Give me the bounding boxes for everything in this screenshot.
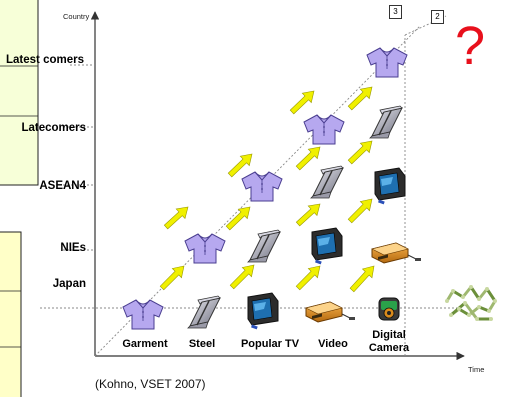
country-label-latest-comers: Latest comers (6, 54, 84, 66)
industry-label-steel: Steel (188, 338, 216, 350)
steel-beam-icon (247, 229, 281, 263)
country-label-latecomers: Latecomers (21, 122, 86, 134)
industry-label-video: Video (318, 338, 348, 350)
tv-icon (374, 167, 406, 205)
yellow-arrow-12 (347, 86, 373, 111)
industry-label-popular-tv: Popular TV (240, 338, 300, 350)
yellow-arrow-3 (349, 265, 375, 293)
steel-beam-icon (369, 105, 403, 139)
yellow-arrow-7 (347, 198, 373, 224)
left-panel-bottom (0, 231, 22, 402)
tv-icon (311, 227, 343, 265)
industry-label-garment: Garment (122, 338, 168, 350)
country-label-asean4: ASEAN4 (39, 180, 86, 192)
steel-beam-icon (187, 295, 221, 329)
shirt-icon (122, 299, 164, 330)
steel-beam-icon (310, 165, 344, 199)
video-recorder-icon (305, 301, 355, 323)
yellow-arrow-1 (229, 264, 255, 290)
shirt-icon (241, 171, 283, 202)
molecule-icon (445, 285, 497, 321)
country-label-japan: Japan (52, 278, 86, 290)
question-mark: ? (455, 16, 486, 76)
left-panel-top (0, 0, 39, 186)
country-label-nies: NIEs (60, 242, 86, 254)
x-axis-title: Time (468, 365, 485, 374)
box-number-2: 2 (431, 10, 444, 24)
industry-label-digital-camera: Digital Camera (368, 329, 410, 354)
icon-group (122, 47, 497, 330)
yellow-arrow-11 (289, 90, 315, 115)
yellow-arrow-8 (227, 153, 253, 178)
shirt-icon (366, 47, 408, 78)
yellow-arrow-0 (159, 265, 185, 291)
box-number-3: 3 (389, 5, 402, 19)
citation: (Kohno, VSET 2007) (95, 377, 206, 391)
shirt-icon (303, 114, 345, 145)
digital-camera-icon (378, 297, 400, 321)
arrow-group (159, 86, 375, 293)
shirt-icon (184, 233, 226, 264)
yellow-arrow-2 (295, 265, 321, 291)
tv-icon (247, 292, 279, 330)
yellow-arrow-6 (295, 203, 321, 227)
yellow-arrow-9 (295, 146, 321, 171)
yellow-arrow-4 (163, 206, 189, 230)
video-recorder-icon (371, 242, 421, 264)
yellow-arrow-10 (347, 140, 373, 165)
y-axis-title: Country (63, 12, 90, 21)
yellow-arrow-5 (225, 206, 251, 231)
